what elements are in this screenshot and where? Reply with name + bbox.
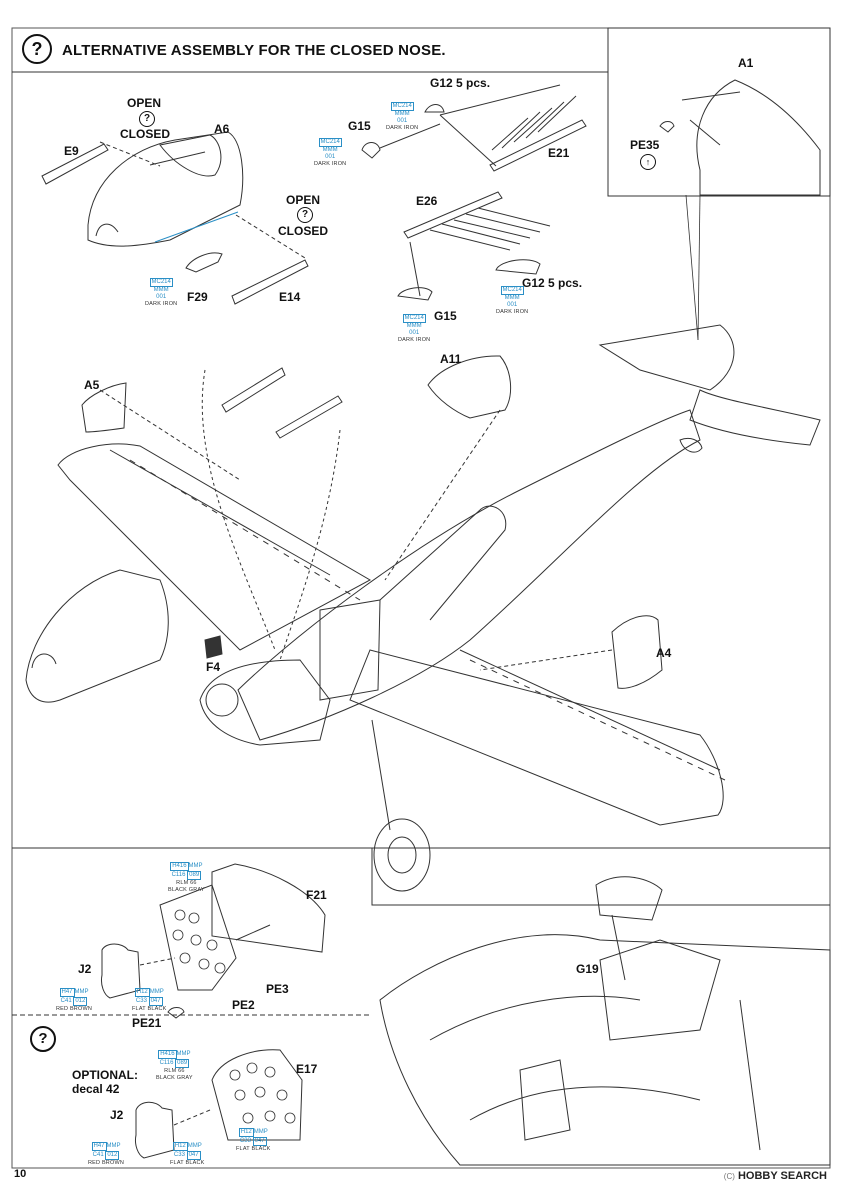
label-f4: F4 xyxy=(206,660,221,674)
question-icon: ? xyxy=(139,111,155,127)
label-pe21: PE21 xyxy=(132,1016,162,1030)
label-pe2: PE2 xyxy=(232,998,255,1012)
label-e17: E17 xyxy=(296,1062,318,1076)
color-tag-dark-iron: MC214 MMM 001 DARK IRON xyxy=(314,138,347,167)
label-j2: J2 xyxy=(78,962,92,976)
label-g12: G12 5 pcs. xyxy=(522,276,583,290)
label-open: OPEN xyxy=(286,193,321,207)
label-a4: A4 xyxy=(656,646,672,660)
label-a5: A5 xyxy=(84,378,100,392)
label-e9: E9 xyxy=(64,144,79,158)
label-g15: G15 xyxy=(434,309,457,323)
watermark: (C) HOBBY SEARCH xyxy=(723,1170,827,1182)
label-e26: E26 xyxy=(416,194,438,208)
arrow-up-icon: ↑ xyxy=(640,154,656,170)
label-j2: J2 xyxy=(110,1108,124,1122)
label-g12: G12 5 pcs. xyxy=(430,76,491,90)
label-closed: CLOSED xyxy=(120,127,171,141)
label-pe3: PE3 xyxy=(266,982,289,996)
label-optional: OPTIONAL: xyxy=(72,1068,138,1082)
page-title: ALTERNATIVE ASSEMBLY FOR THE CLOSED NOSE… xyxy=(62,42,446,59)
color-tag-dark-iron: MC214 MMM 001 DARK IRON xyxy=(398,314,431,343)
label-pe35: PE35 xyxy=(630,138,660,152)
question-icon: ? xyxy=(22,34,52,64)
label-e21: E21 xyxy=(548,146,570,160)
label-decal: decal 42 xyxy=(72,1082,120,1096)
color-tag-dark-iron: MC214 MMM 001 DARK IRON xyxy=(145,278,178,307)
label-a11: A11 xyxy=(440,352,462,366)
question-icon: ? xyxy=(297,207,313,223)
question-icon: ? xyxy=(30,1026,56,1052)
label-f29: F29 xyxy=(187,290,208,304)
label-open: OPEN xyxy=(127,96,162,110)
label-g19: G19 xyxy=(576,962,599,976)
label-a1: A1 xyxy=(738,56,754,70)
page-number: 10 xyxy=(14,1168,27,1180)
label-e14: E14 xyxy=(279,290,301,304)
color-tag-dark-iron: MC214 MMM 001 DARK IRON xyxy=(386,102,419,131)
label-g15: G15 xyxy=(348,119,371,133)
color-tag-dark-iron: MC214 MMM 001 DARK IRON xyxy=(496,286,529,315)
label-closed: CLOSED xyxy=(278,224,329,238)
label-a6: A6 xyxy=(214,122,230,136)
label-f21: F21 xyxy=(306,888,327,902)
